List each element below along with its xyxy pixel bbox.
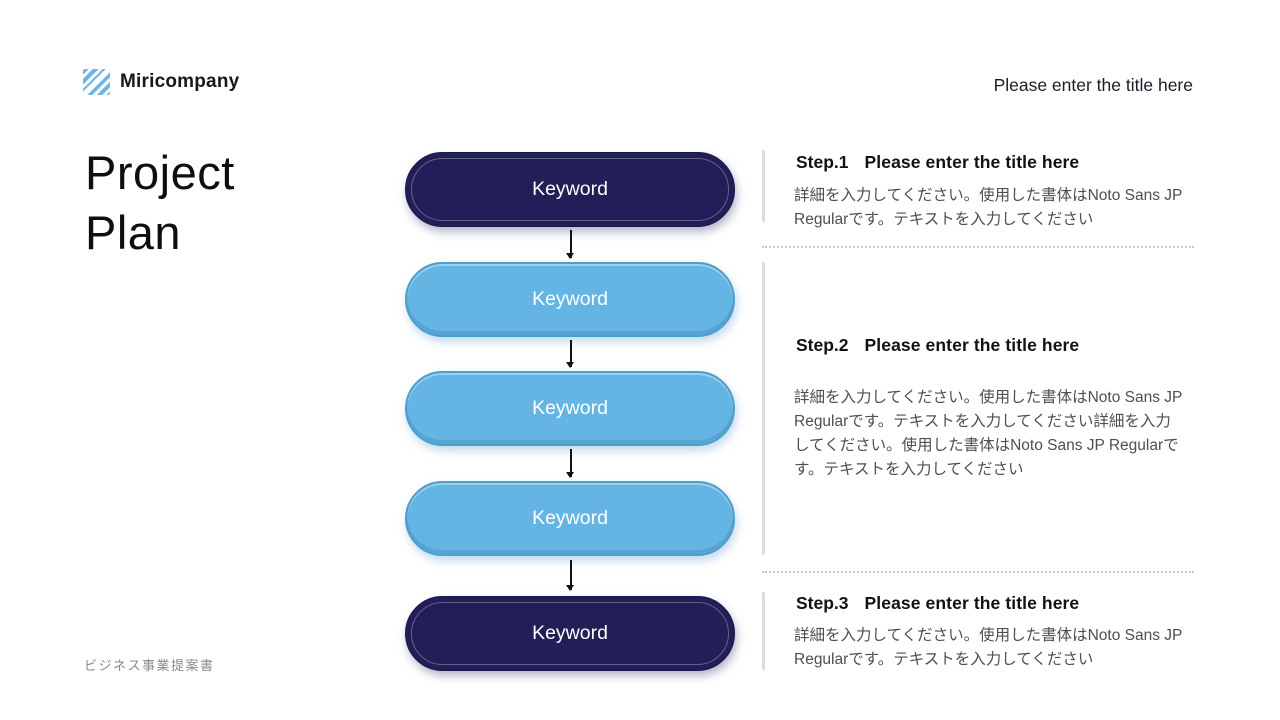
- step2-body-placeholder[interactable]: 詳細を入力してください。使用した書体はNoto Sans JP Regularで…: [794, 389, 1183, 478]
- flow-arrow-down-1: [567, 230, 574, 259]
- document-type-label: ビジネス事業提案書: [84, 658, 215, 673]
- step1-accent-line: [762, 150, 765, 222]
- step-separator-2: [762, 571, 1194, 573]
- step1-body-placeholder[interactable]: 詳細を入力してください。使用した書体はNoto Sans JP Regularで…: [794, 187, 1183, 228]
- flow-arrow-down-4: [567, 560, 574, 591]
- step3-accent-line: [762, 592, 765, 670]
- step3-body-placeholder[interactable]: 詳細を入力してください。使用した書体はNoto Sans JP Regularで…: [794, 627, 1183, 668]
- keyword-pill-label: Keyword: [532, 288, 608, 310]
- miricompany-logo-icon: [83, 69, 110, 95]
- keyword-pill-label: Keyword: [532, 178, 608, 200]
- flow-arrow-down-3: [567, 449, 574, 478]
- step-separator-1: [762, 246, 1194, 248]
- page-title[interactable]: Project Plan: [85, 146, 235, 259]
- step1-title-placeholder[interactable]: Please enter the title here: [864, 152, 1080, 172]
- step2-accent-line: [762, 262, 765, 555]
- step3-number: Step.3: [796, 593, 849, 613]
- step2-title-placeholder[interactable]: Please enter the title here: [864, 335, 1080, 355]
- slide-title-placeholder[interactable]: Please enter the title here: [993, 75, 1193, 95]
- step1-number: Step.1: [796, 152, 849, 172]
- step3-title-placeholder[interactable]: Please enter the title here: [864, 593, 1080, 613]
- keyword-pill-2[interactable]: Keyword: [405, 262, 735, 337]
- keyword-pill-label: Keyword: [532, 622, 608, 644]
- keyword-pill-5[interactable]: Keyword: [405, 596, 735, 671]
- keyword-pill-4[interactable]: Keyword: [405, 481, 735, 556]
- step1-heading: Step.1 Please enter the title here: [796, 152, 1079, 173]
- step2-number: Step.2: [796, 335, 849, 355]
- keyword-pill-1[interactable]: Keyword: [405, 152, 735, 227]
- keyword-pill-label: Keyword: [532, 397, 608, 419]
- brand-name: Miricompany: [120, 71, 240, 92]
- keyword-pill-3[interactable]: Keyword: [405, 371, 735, 446]
- flow-arrow-down-2: [567, 340, 574, 368]
- brand-logo: Miricompany: [83, 69, 239, 95]
- step3-heading: Step.3 Please enter the title here: [796, 593, 1079, 614]
- step2-heading: Step.2 Please enter the title here: [796, 335, 1079, 356]
- keyword-pill-label: Keyword: [532, 507, 608, 529]
